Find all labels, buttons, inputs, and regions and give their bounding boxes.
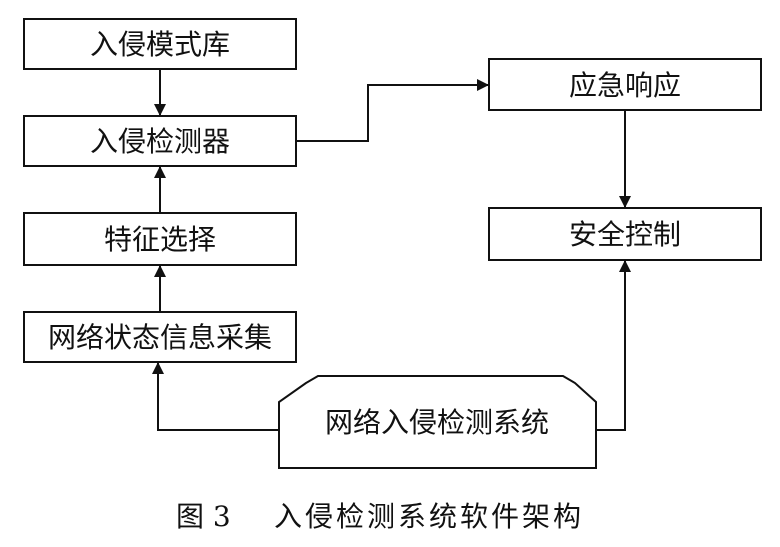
node-emergency: 应急响应 <box>488 58 762 111</box>
node-system: 网络入侵检测系统 <box>278 375 597 469</box>
node-detector-label: 入侵检测器 <box>90 125 230 158</box>
node-security-control-label: 安全控制 <box>569 218 681 251</box>
edge-detector-to-emergency <box>296 79 489 142</box>
node-info-collect-label: 网络状态信息采集 <box>48 321 272 354</box>
node-detector: 入侵检测器 <box>23 115 297 167</box>
figure-number: 图 3 <box>176 500 231 533</box>
figure-title: 入侵检测系统软件架构 <box>274 500 584 533</box>
edge-system-to-security <box>596 260 631 431</box>
edge-system-to-collect <box>152 362 279 431</box>
node-info-collect: 网络状态信息采集 <box>23 311 297 363</box>
node-feature-select-label: 特征选择 <box>104 223 216 256</box>
node-security-control: 安全控制 <box>488 207 762 261</box>
node-pattern-db: 入侵模式库 <box>23 18 297 70</box>
node-pattern-db-label: 入侵模式库 <box>90 28 230 61</box>
node-feature-select: 特征选择 <box>23 212 297 266</box>
node-system-label: 网络入侵检测系统 <box>325 406 549 439</box>
node-emergency-label: 应急响应 <box>569 69 681 102</box>
